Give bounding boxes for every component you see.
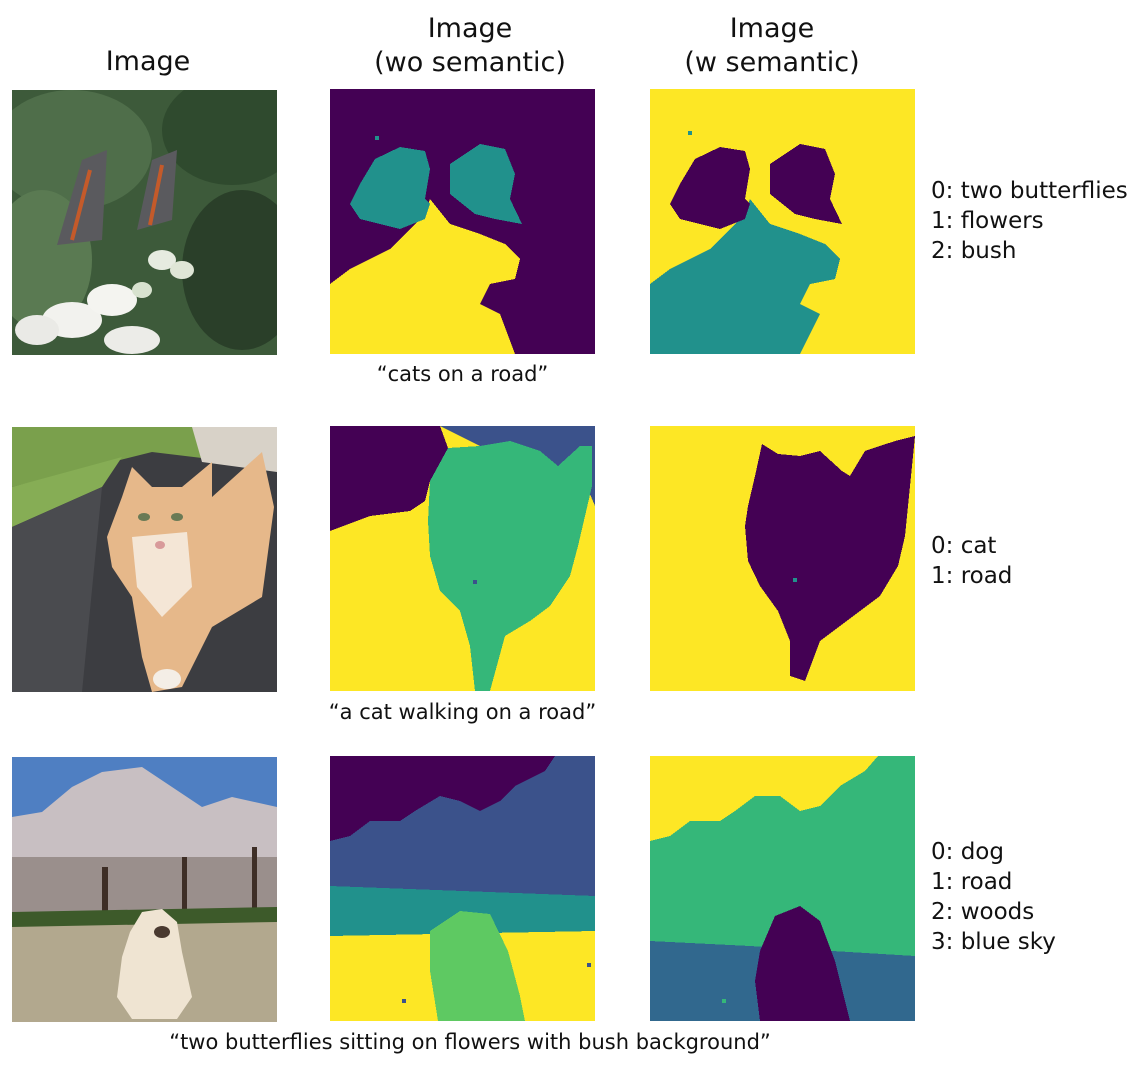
header-text: (wo semantic) xyxy=(374,47,566,78)
legend-item: 0: two butterflies xyxy=(931,178,1128,204)
legend-item: 3: blue sky xyxy=(931,929,1056,955)
caption-row-2: “a cat walking on a road” xyxy=(328,700,597,724)
segmentation-map-w-semantic-1 xyxy=(650,89,915,354)
segmentation-map-wo-semantic-3 xyxy=(330,756,595,1021)
legend-item: 0: cat xyxy=(931,533,997,559)
column-header-wo-semantic: Image (wo semantic) xyxy=(340,12,600,80)
legend-item: 2: woods xyxy=(931,899,1035,925)
butterflies-photo xyxy=(12,90,277,355)
legend-item: 2: bush xyxy=(931,238,1017,264)
segmentation-map-wo-semantic-1 xyxy=(330,89,595,354)
header-text: Image xyxy=(105,46,191,77)
legend-row-3: 0: dog 1: road 2: woods 3: blue sky xyxy=(931,837,1056,957)
header-text: Image xyxy=(729,13,815,44)
caption-row-1: “cats on a road” xyxy=(376,362,549,386)
dog-photo xyxy=(12,757,277,1022)
header-text: (w semantic) xyxy=(684,47,860,78)
caption-row-3: “two butterflies sitting on flowers with… xyxy=(169,1030,771,1054)
legend-item: 0: dog xyxy=(931,839,1004,865)
legend-row-1: 0: two butterflies 1: flowers 2: bush xyxy=(931,176,1128,266)
legend-item: 1: road xyxy=(931,869,1013,895)
segmentation-map-w-semantic-3 xyxy=(650,756,915,1021)
legend-item: 1: flowers xyxy=(931,208,1044,234)
header-text: Image xyxy=(427,13,513,44)
cat-photo xyxy=(12,427,277,692)
legend-item: 1: road xyxy=(931,563,1013,589)
segmentation-map-w-semantic-2 xyxy=(650,426,915,691)
legend-row-2: 0: cat 1: road xyxy=(931,531,1012,591)
column-header-image: Image xyxy=(58,45,238,79)
column-header-w-semantic: Image (w semantic) xyxy=(642,12,902,80)
segmentation-map-wo-semantic-2 xyxy=(330,426,595,691)
